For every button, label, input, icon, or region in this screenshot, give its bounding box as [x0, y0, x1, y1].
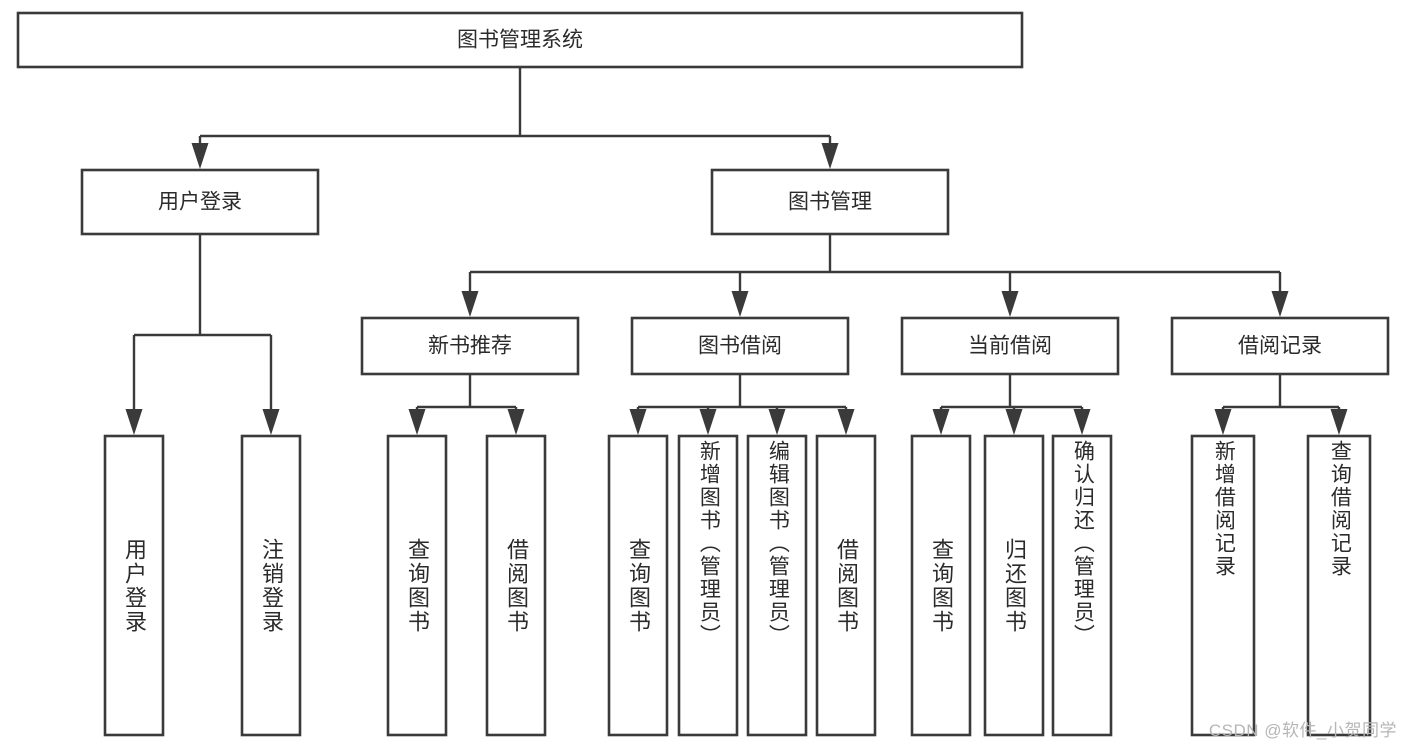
arrow-to-leaf-add-record [1214, 407, 1232, 435]
arrow-to-leaf-query-book-3 [932, 407, 950, 435]
node-book-manage-rect [710, 168, 950, 236]
arrow-to-borrow-record [1271, 272, 1289, 317]
node-leaf-query-book-2-rect [607, 434, 669, 737]
node-leaf-query-book-3[interactable] [910, 434, 972, 737]
node-leaf-user-login-rect [103, 434, 165, 737]
node-book-borrow-label: 图书借阅 [698, 335, 782, 358]
node-current-borrow-label: 当前借阅 [968, 335, 1052, 358]
node-leaf-add-record-rect [1190, 434, 1256, 737]
node-leaf-query-record-rect [1306, 434, 1372, 737]
node-leaf-borrow-book-2[interactable] [815, 434, 877, 737]
arrow-head-icon [191, 143, 209, 169]
node-book-manage[interactable] [710, 168, 950, 236]
arrow-head-icon [629, 409, 647, 435]
node-leaf-borrow-book-2-rect [815, 434, 877, 737]
node-leaf-return-book-rect [983, 434, 1045, 737]
node-borrow-record-rect [1170, 316, 1390, 376]
node-leaf-query-book-3-rect [910, 434, 972, 737]
arrow-to-leaf-query-record [1330, 407, 1348, 435]
arrow-to-book-borrow [731, 272, 749, 317]
arrow-to-leaf-borrow-book-1 [507, 407, 525, 435]
arrow-head-icon [1214, 409, 1232, 435]
arrow-to-leaf-user-logout [262, 335, 280, 435]
arrow-head-icon [1073, 409, 1091, 435]
arrow-head-icon [768, 409, 786, 435]
arrow-head-icon [837, 409, 855, 435]
arrow-to-leaf-query-book-2 [629, 407, 647, 435]
arrow-to-book-manage [821, 136, 839, 169]
node-leaf-edit-book-rect [746, 434, 808, 737]
arrow-head-icon [461, 291, 479, 317]
arrow-head-icon [1005, 409, 1023, 435]
node-leaf-user-logout-rect [240, 434, 302, 737]
node-leaf-edit-book[interactable] [746, 434, 808, 737]
node-user-login-rect [80, 168, 320, 236]
node-new-book-rec-label: 新书推荐 [428, 335, 512, 358]
node-leaf-borrow-book-1[interactable] [485, 434, 547, 737]
node-borrow-record[interactable] [1170, 316, 1390, 376]
arrow-to-leaf-edit-book [768, 407, 786, 435]
node-leaf-add-record[interactable] [1190, 434, 1256, 737]
node-borrow-record-label: 借阅记录 [1238, 335, 1322, 358]
arrow-to-new-book-rec [461, 272, 479, 317]
node-leaf-query-book-1-rect [386, 434, 448, 737]
arrow-head-icon [1330, 409, 1348, 435]
arrow-head-icon [1271, 291, 1289, 317]
node-book-manage-label: 图书管理 [788, 191, 872, 214]
node-leaf-add-book-rect [677, 434, 739, 737]
arrow-head-icon [1001, 291, 1019, 317]
node-root[interactable] [16, 11, 1024, 69]
node-leaf-confirm-return[interactable] [1051, 434, 1113, 737]
node-root-label: 图书管理系统 [457, 29, 583, 52]
arrow-head-icon [821, 143, 839, 169]
node-root-rect [16, 11, 1024, 69]
arrow-to-current-borrow [1001, 272, 1019, 317]
node-leaf-add-book[interactable] [677, 434, 739, 737]
arrow-to-leaf-confirm-return [1073, 407, 1091, 435]
arrow-head-icon [262, 409, 280, 435]
node-leaf-user-login[interactable] [103, 434, 165, 737]
arrow-head-icon [731, 291, 749, 317]
node-user-login[interactable] [80, 168, 320, 236]
node-leaf-user-logout[interactable] [240, 434, 302, 737]
arrow-to-leaf-return-book [1005, 407, 1023, 435]
arrow-head-icon [408, 409, 426, 435]
watermark-text: CSDN @软件_小贺同学 [1208, 721, 1397, 740]
arrow-to-leaf-query-book-1 [408, 407, 426, 435]
node-leaf-return-book[interactable] [983, 434, 1045, 737]
arrow-head-icon [507, 409, 525, 435]
arrow-head-icon [932, 409, 950, 435]
node-leaf-query-book-2[interactable] [607, 434, 669, 737]
node-leaf-borrow-book-1-rect [485, 434, 547, 737]
arrow-head-icon [699, 409, 717, 435]
arrow-to-leaf-add-book [699, 407, 717, 435]
node-leaf-query-book-1[interactable] [386, 434, 448, 737]
node-leaf-query-record[interactable] [1306, 434, 1372, 737]
node-user-login-label: 用户登录 [158, 191, 242, 214]
arrow-to-leaf-user-login [125, 335, 143, 435]
arrow-to-user-login [191, 136, 209, 169]
node-leaf-confirm-return-rect [1051, 434, 1113, 737]
arrow-head-icon [125, 409, 143, 435]
arrow-to-leaf-borrow-book-2 [837, 407, 855, 435]
